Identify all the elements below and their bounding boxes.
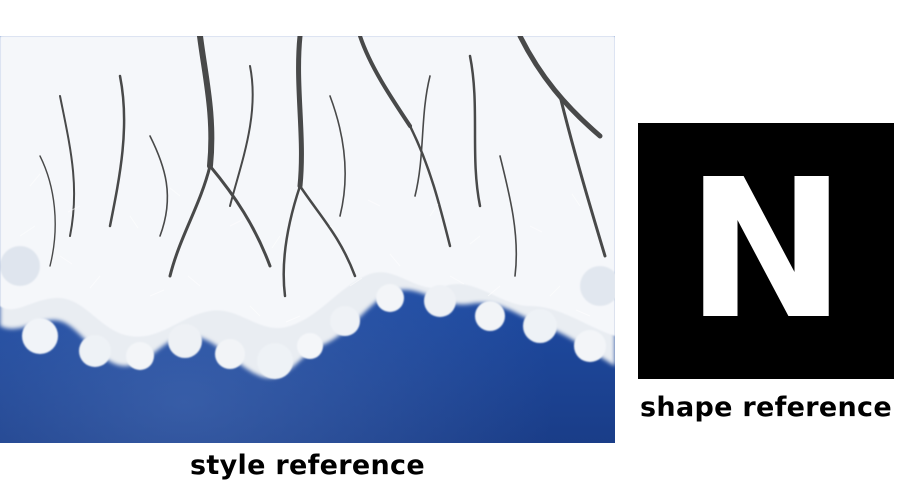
- style-reference-caption: style reference: [190, 450, 425, 481]
- frost-texture: [19, 173, 591, 323]
- shape-reference-glyph: N: [685, 139, 847, 362]
- shape-reference-image: N: [638, 123, 894, 379]
- frosted-tree-photo: [0, 36, 615, 443]
- frost-clusters: [0, 36, 615, 379]
- style-reference-image: [0, 36, 615, 443]
- shape-reference-caption: shape reference: [640, 392, 892, 423]
- tree-branches: [39, 36, 607, 298]
